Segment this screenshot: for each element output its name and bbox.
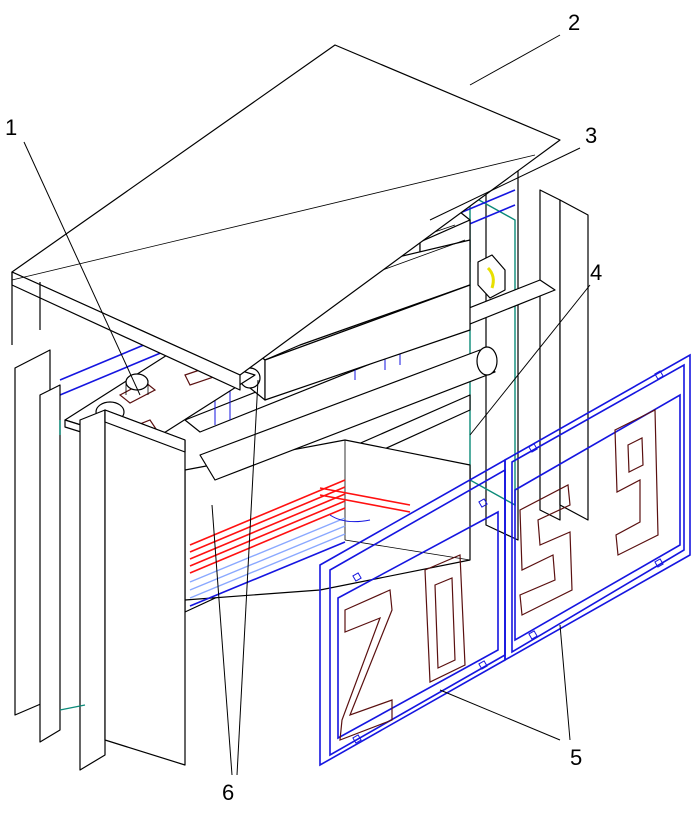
callout-2: 2 [568,10,580,35]
callout-5: 5 [570,745,582,770]
callout-labels: 1 2 3 4 5 6 [5,10,602,805]
display-panel-right [504,353,691,662]
callout-6: 6 [222,780,234,805]
callout-3: 3 [585,123,597,148]
top-cover [11,44,561,391]
callout-1: 1 [5,115,17,140]
cylinder-tube [199,346,498,481]
left-side-posts [14,349,186,771]
terminal-block [477,254,506,299]
callout-4: 4 [590,260,602,285]
leader-lines [23,34,591,776]
